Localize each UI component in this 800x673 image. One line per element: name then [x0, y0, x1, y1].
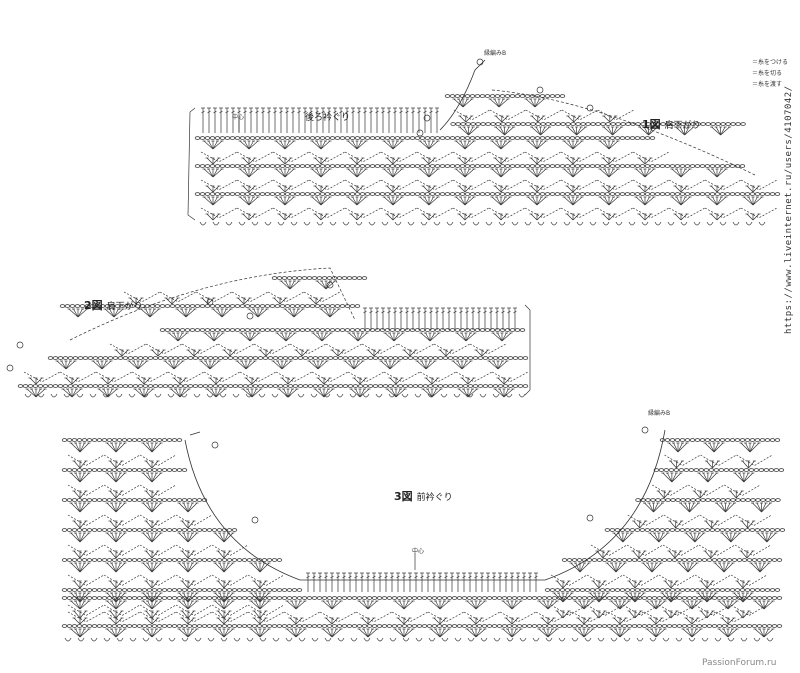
fig2-number: 2図	[84, 299, 103, 312]
fig1-slope-lace	[444, 94, 746, 136]
source-url: https://www.liveinternet.ru/users/410704…	[784, 85, 794, 334]
fig3-caption: 3図前衿ぐり	[394, 488, 453, 504]
row-number-markers	[6, 58, 649, 524]
fig3-lace-right	[544, 438, 786, 619]
fig1-caption: 1図肩下がり	[642, 116, 701, 132]
fig1-border	[199, 221, 766, 226]
fig3-title: 前衿ぐり	[416, 493, 453, 503]
legend-item-cut: ＝糸を切る	[752, 70, 783, 77]
fig3-lace-left	[61, 438, 303, 619]
center-label-fig3: 中心	[412, 548, 425, 555]
fig2-neck-stitches	[363, 307, 517, 330]
fig3-neck-stitches	[306, 572, 538, 592]
edging-label-fig1: 縁編みB	[484, 50, 507, 57]
fig1-lace	[194, 136, 781, 221]
fig1-outline	[187, 59, 756, 221]
center-markers	[238, 118, 416, 570]
legend-item-carry: ＝糸を渡す	[752, 81, 783, 88]
fig3-border	[64, 637, 774, 642]
fig2-caption: 2図肩下がり	[84, 297, 143, 313]
fig3-lace-bottom	[61, 596, 783, 638]
fig1-neck-stitches	[201, 107, 439, 133]
fig2-outline	[69, 267, 531, 396]
fig2-title: 肩下がり	[106, 302, 143, 312]
fig2-slope-lace	[59, 276, 368, 318]
fig1-title: 肩下がり	[664, 121, 701, 131]
fig1-number: 1図	[642, 118, 661, 131]
edging-label-fig3: 縁編みB	[648, 410, 671, 417]
back-neckline-label: 後ろ衿ぐり	[305, 113, 351, 123]
fig2-border	[24, 393, 526, 398]
watermark: PassionForum.ru	[702, 658, 777, 668]
fig3-number: 3図	[394, 490, 413, 503]
fig3-outline	[184, 429, 666, 581]
center-label-fig1: 中心	[232, 114, 245, 121]
legend-item-attach: ＝糸をつける	[752, 59, 789, 66]
fig2-lace	[17, 328, 529, 398]
legend: ＝糸をつける ＝糸を切る ＝糸を渡す	[752, 57, 788, 90]
